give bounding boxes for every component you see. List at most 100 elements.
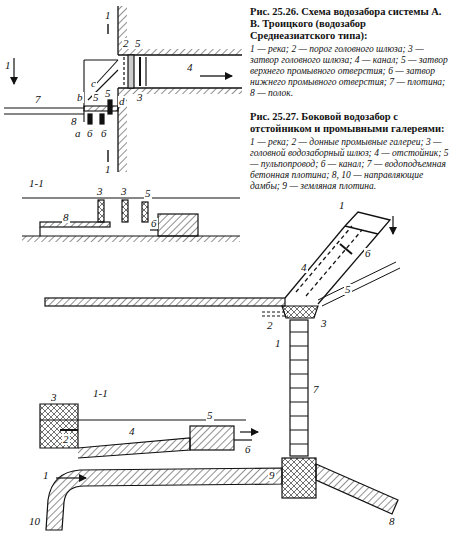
callout-number: 10 bbox=[28, 516, 41, 527]
section-label: 1-1 bbox=[28, 178, 45, 189]
callout-number: 1 bbox=[274, 338, 282, 349]
section-profile bbox=[22, 236, 240, 242]
callout-number: 3 bbox=[96, 186, 104, 197]
callout-number: 3 bbox=[50, 392, 58, 403]
callout-number: 2 bbox=[122, 38, 130, 49]
canal bbox=[127, 49, 242, 55]
section-profile bbox=[190, 426, 234, 450]
callout-number: 4 bbox=[128, 426, 136, 437]
section-profile bbox=[240, 431, 258, 432]
callout-number: 2 bbox=[266, 320, 274, 331]
section-mark bbox=[107, 24, 108, 34]
forebay-structure bbox=[84, 106, 118, 111]
river-bank bbox=[118, 88, 127, 172]
dam bbox=[108, 100, 112, 114]
flow-arrow bbox=[392, 216, 393, 234]
settling-basin bbox=[340, 244, 352, 254]
callout-number: 3 bbox=[136, 92, 144, 103]
callout-number: 7 bbox=[312, 384, 320, 395]
figure-caption: Рис. 25.26. Схема водозабора системы А. … bbox=[250, 6, 450, 42]
section-profile bbox=[39, 227, 40, 236]
callout-number: a bbox=[74, 128, 82, 139]
legend-text: 1 — река; 2 — порог головного шлюза; 3 —… bbox=[250, 44, 450, 99]
callout-number: 5 bbox=[206, 410, 214, 421]
settling-basin bbox=[296, 226, 352, 292]
flushing-gallery bbox=[262, 312, 288, 313]
callout-number: 6 bbox=[364, 248, 372, 259]
river-bank bbox=[45, 298, 285, 306]
callout-number: c bbox=[90, 78, 97, 89]
canal bbox=[127, 88, 242, 94]
section-profile bbox=[40, 222, 110, 227]
concrete-dam bbox=[290, 332, 308, 444]
callout-number: 8 bbox=[62, 212, 70, 223]
callout-number: 6 bbox=[244, 444, 252, 455]
callout-number: 8 bbox=[388, 516, 396, 527]
section-profile bbox=[22, 235, 240, 236]
callout-number: 5 bbox=[134, 38, 142, 49]
forebay-structure bbox=[84, 60, 118, 122]
guide-dam bbox=[316, 464, 398, 514]
callout-number: 1 bbox=[104, 10, 112, 21]
callout-number: 5 bbox=[92, 92, 100, 103]
sludge-pipe bbox=[322, 268, 400, 306]
section-profile bbox=[122, 200, 128, 222]
canal bbox=[118, 49, 242, 94]
river-bank bbox=[118, 6, 127, 172]
callout-number: 6 bbox=[86, 128, 94, 139]
earth-dam bbox=[282, 458, 316, 498]
river-bank bbox=[45, 298, 285, 306]
guide-dam bbox=[46, 464, 398, 530]
settling-basin bbox=[345, 212, 390, 234]
callout-number: 2 bbox=[62, 434, 70, 445]
callout-number: 4 bbox=[300, 262, 308, 273]
dam bbox=[100, 114, 104, 124]
concrete-dam bbox=[290, 320, 308, 456]
forebay-structure bbox=[83, 60, 84, 122]
callout-number: 1 bbox=[338, 200, 346, 211]
section-mark bbox=[107, 150, 108, 162]
callout-number: 4 bbox=[186, 62, 194, 73]
river-flow-arrow bbox=[13, 58, 14, 84]
callout-number: 1 bbox=[4, 60, 12, 71]
head-sluice bbox=[124, 55, 146, 88]
settling-basin bbox=[318, 234, 378, 304]
settling-basin bbox=[306, 230, 362, 296]
head-sluice bbox=[128, 55, 134, 88]
head-sluice bbox=[123, 57, 124, 86]
dam bbox=[4, 107, 84, 108]
callout-number: 6 bbox=[100, 128, 108, 139]
callout-number: 3 bbox=[320, 318, 328, 329]
section-profile bbox=[234, 439, 252, 440]
head-sluice bbox=[145, 57, 146, 86]
section-profile bbox=[142, 202, 148, 222]
sludge-pipe bbox=[318, 262, 396, 300]
dam bbox=[88, 114, 92, 124]
callout-number: 9 bbox=[268, 470, 276, 481]
dam bbox=[4, 113, 84, 114]
flushing-gallery bbox=[262, 316, 288, 317]
section-profile bbox=[60, 429, 78, 431]
callout-number: 5 bbox=[144, 188, 152, 199]
callout-number: 8 bbox=[70, 116, 78, 127]
settling-basin bbox=[285, 226, 345, 298]
head-sluice bbox=[139, 57, 141, 86]
callout-number: 1 bbox=[42, 470, 50, 481]
figure-caption: Рис. 25.27. Боковой водозабор с отстойни… bbox=[250, 111, 450, 135]
section-profile bbox=[40, 404, 78, 448]
concrete-dam bbox=[290, 320, 308, 456]
river-bank bbox=[117, 6, 118, 55]
flow-arrow bbox=[56, 216, 393, 478]
callout-number: 6 bbox=[150, 218, 158, 229]
section-profile bbox=[98, 200, 104, 222]
forebay-structure bbox=[84, 59, 118, 60]
sludge-pipe bbox=[318, 262, 400, 306]
river-flow-arrow bbox=[13, 58, 14, 84]
section-profile bbox=[78, 438, 190, 458]
callout-number: d bbox=[118, 96, 126, 107]
section-label: 1-1 bbox=[92, 388, 109, 399]
dam bbox=[4, 100, 112, 124]
flushing-gallery bbox=[262, 312, 288, 316]
section-profile bbox=[158, 214, 198, 236]
canal bbox=[200, 75, 232, 76]
